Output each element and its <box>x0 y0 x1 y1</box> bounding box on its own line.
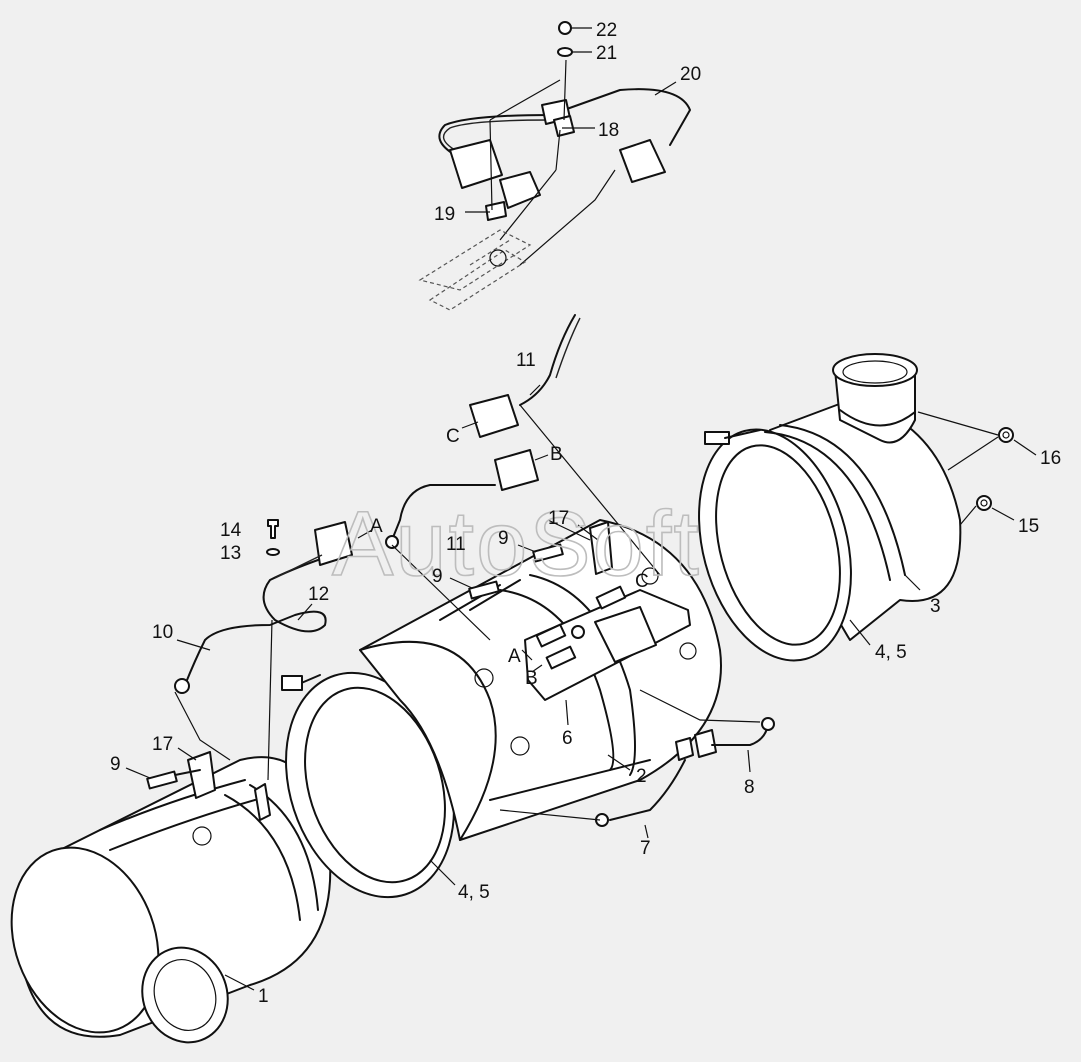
harness-20 <box>418 59 691 311</box>
watermark: AutoSoft <box>332 493 701 595</box>
label-16: 16 <box>1040 448 1061 469</box>
fastener-15 <box>959 495 1015 526</box>
label-b-connector: B <box>550 444 563 465</box>
label-12: 12 <box>308 584 329 605</box>
label-11-upper: 11 <box>516 350 536 371</box>
label-19: 19 <box>434 204 455 225</box>
part-9-sensor-upper <box>449 543 564 600</box>
label-1: 1 <box>258 986 269 1007</box>
label-4-5-lower: 4, 5 <box>458 882 490 903</box>
fastener-16 <box>917 411 1037 471</box>
label-c-connector: C <box>446 426 460 447</box>
label-14: 14 <box>220 520 242 541</box>
label-17-upper: 17 <box>548 508 569 529</box>
label-2: 2 <box>636 766 647 787</box>
label-3: 3 <box>930 596 941 617</box>
label-9-middle: 9 <box>432 566 443 587</box>
part-17-bracket-upper <box>577 521 613 575</box>
hardware-22 <box>558 21 592 35</box>
leader-1 <box>224 974 255 991</box>
part-3-outlet-housing <box>698 353 962 662</box>
leader-10 <box>176 639 211 651</box>
label-17-lower: 17 <box>152 734 173 755</box>
harness-8 <box>639 689 775 773</box>
harness-11 <box>391 314 661 585</box>
label-a-connector: A <box>370 516 383 537</box>
label-15: 15 <box>1018 516 1039 537</box>
label-8: 8 <box>744 777 755 798</box>
label-22: 22 <box>596 20 617 41</box>
leader-20 <box>654 81 677 96</box>
leader-6 <box>565 699 569 726</box>
harness-10 <box>174 521 491 781</box>
label-9-upper: 9 <box>498 528 509 549</box>
label-18: 18 <box>598 120 619 141</box>
label-10: 10 <box>152 622 173 643</box>
label-a-bracket: A <box>508 646 521 667</box>
label-9-lower: 9 <box>110 754 121 775</box>
leader-a-b <box>521 649 543 673</box>
part-6-sensor-bracket <box>524 585 691 701</box>
harness-7 <box>499 759 686 839</box>
part-4-5-lower-clamp <box>281 671 455 899</box>
leader-12 <box>297 603 313 621</box>
leader-17-upper <box>547 519 591 541</box>
leader-4-5-upper <box>849 619 871 646</box>
hardware-14 <box>267 519 279 539</box>
label-b-bracket: B <box>525 668 538 689</box>
label-4-5-upper: 4, 5 <box>875 642 907 663</box>
leader-2 <box>607 754 631 771</box>
leader-3 <box>904 574 921 591</box>
label-11-lower: 11 <box>446 534 466 555</box>
label-13: 13 <box>220 543 241 564</box>
label-c-bracket: C <box>635 571 649 592</box>
label-20: 20 <box>680 64 701 85</box>
label-21: 21 <box>596 43 617 64</box>
label-6: 6 <box>562 728 573 749</box>
part-1-inlet-housing <box>10 751 332 1044</box>
part-9-sensor-lower <box>125 747 197 790</box>
hardware-21 <box>557 47 592 57</box>
hardware-13 <box>266 548 280 556</box>
leader-4-5-lower <box>429 859 456 886</box>
label-7: 7 <box>640 838 651 859</box>
